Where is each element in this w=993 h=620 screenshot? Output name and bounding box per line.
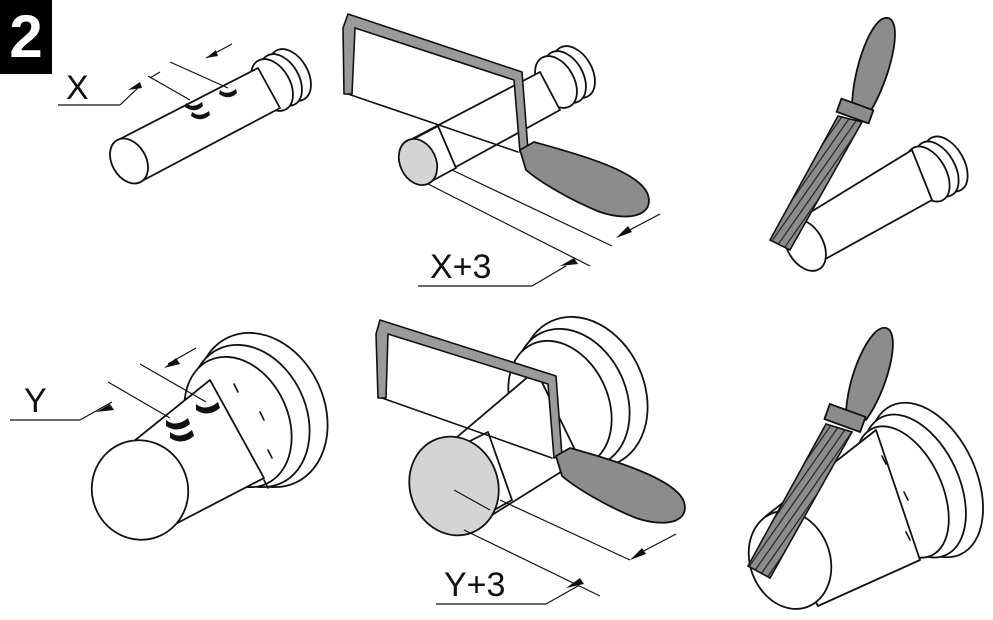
file-icon xyxy=(768,115,864,252)
fitting-small-marked: X xyxy=(58,43,312,185)
fitting-large-marked: Y xyxy=(10,332,329,541)
saw-blade xyxy=(347,93,519,153)
mark-line-3 xyxy=(219,89,237,98)
flange-ticks xyxy=(233,383,273,489)
dimension-x: X xyxy=(58,43,233,107)
mark-line-1 xyxy=(185,102,203,111)
hacksaw-cut-large: Y+3 xyxy=(375,315,686,605)
hacksaw-cut-small: X+3 xyxy=(342,13,661,287)
dimension-label-x: X xyxy=(66,69,89,107)
dimension-y-plus-3: Y+3 xyxy=(436,499,677,605)
saw-handle xyxy=(519,141,650,218)
file-ferrule xyxy=(823,403,867,433)
dimension-label-y: Y xyxy=(24,382,47,420)
saw-handle xyxy=(555,447,686,524)
step-number-badge: 2 xyxy=(0,0,52,74)
dimension-label-x-plus-3: X+3 xyxy=(430,248,491,286)
file-handle xyxy=(845,327,894,421)
file-deburr-large xyxy=(746,327,984,610)
mark-line-2 xyxy=(191,111,210,120)
file-icon xyxy=(746,423,854,580)
fitting-rings xyxy=(905,135,969,203)
file-handle xyxy=(851,17,896,113)
dimension-y: Y xyxy=(10,347,207,421)
dimension-label-y-plus-3: Y+3 xyxy=(444,566,505,604)
file-deburr-small xyxy=(768,17,969,272)
flange-ticks xyxy=(881,455,911,541)
file-ferrule xyxy=(835,97,875,125)
dimension-x-plus-3: X+3 xyxy=(418,169,661,287)
